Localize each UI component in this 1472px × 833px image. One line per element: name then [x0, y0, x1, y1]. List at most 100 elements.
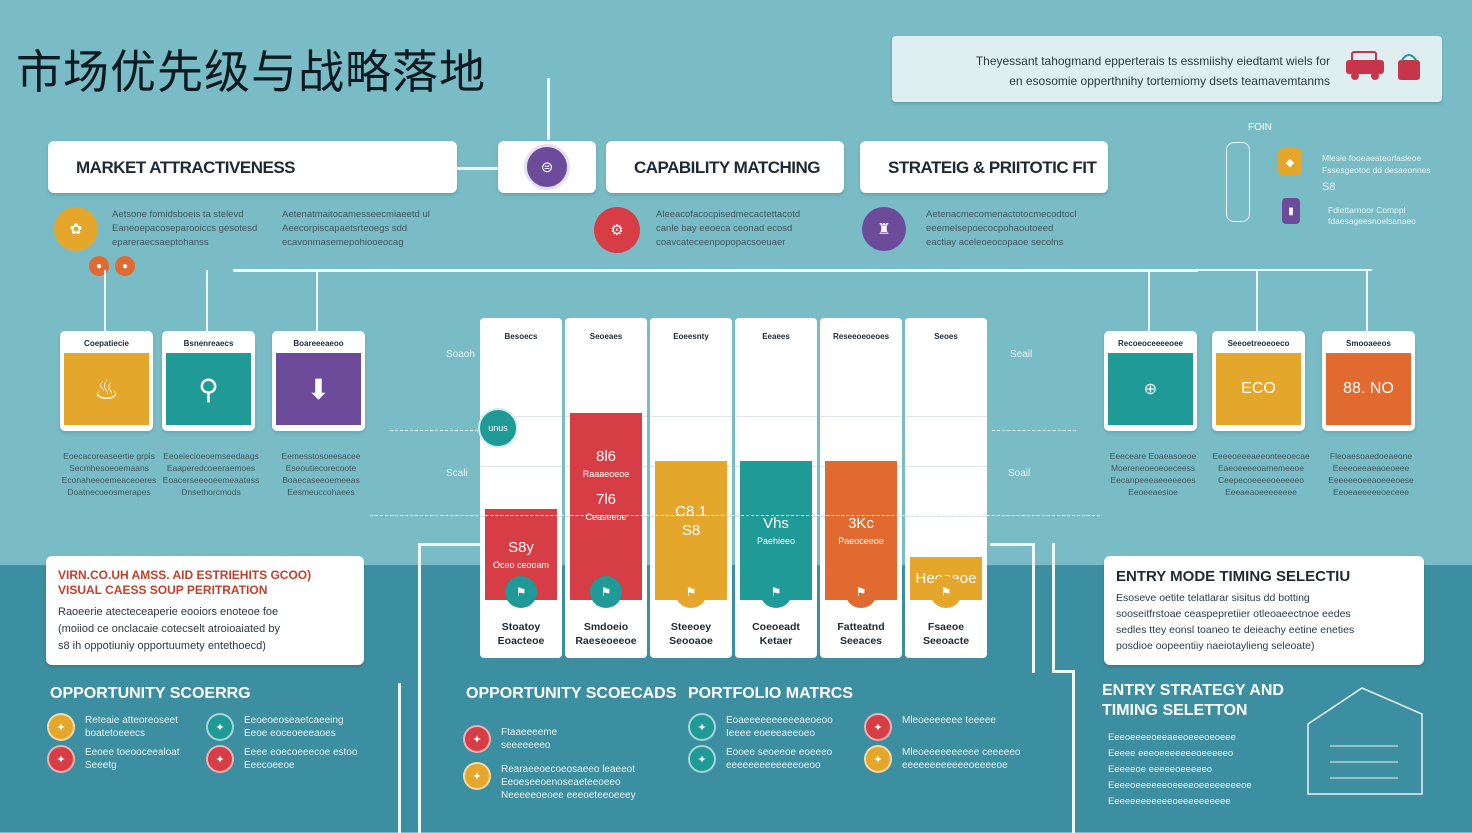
connector — [206, 270, 208, 332]
entry-mode-panel: ENTRY MODE TIMING SELECTIU Esoseve oetit… — [1104, 556, 1424, 665]
car-icon — [1346, 51, 1384, 80]
device-icon — [1226, 142, 1250, 222]
panel-title: VIRN.CO.UH AMSS. AID ESTRIEHITS GCOO) — [58, 568, 312, 582]
header-capability-matching: CAPABILITY MATCHING — [606, 141, 844, 193]
axis-label: Soail — [1008, 468, 1031, 479]
house-outline-icon — [1307, 687, 1423, 795]
summary-note: Theyessant tahogmand epperterais ts essm… — [892, 36, 1442, 102]
bar-label: Oceo ceooam — [492, 560, 550, 570]
coins-icon: ✿ — [54, 207, 98, 251]
frame-line — [990, 543, 1034, 546]
column-label: Eoeesnty — [673, 332, 709, 341]
bar-label: Raaaeoeoe — [582, 468, 630, 479]
note-line-2: en esosomie opperthnihy tortemiomy dsets… — [1009, 74, 1330, 88]
header-strategic-fit: STRATEIG & PRIITOTIC FIT — [860, 141, 1108, 193]
frame-line — [1032, 543, 1035, 673]
grid-line — [820, 416, 902, 417]
side-text: S8 — [1322, 181, 1336, 193]
axis-label: Scali — [446, 468, 468, 479]
section-timing-selection: TIMING SELETTON — [1102, 702, 1248, 719]
value-proposition-panel: VIRN.CO.UH AMSS. AID ESTRIEHITS GCOO) VI… — [46, 556, 364, 665]
column-label: Besoecs — [504, 332, 538, 341]
card-label: Seeoetreoeoeco — [1227, 339, 1290, 348]
column-icon: ⚑ — [845, 576, 877, 608]
connector — [1148, 270, 1150, 332]
card-icon: ⚲ — [166, 353, 251, 425]
grid-line — [480, 416, 562, 417]
region-card: Recoeoceeeeoee⊕ — [1104, 331, 1197, 431]
connector — [1366, 270, 1368, 332]
bar-value: 3Kc — [848, 515, 874, 532]
section-entry-strategy: ENTRY STRATEGY AND — [1102, 682, 1284, 699]
panel-subtitle: VISUAL CAESS SOUP PERITRATION — [58, 583, 268, 597]
legend-text: Mleoeeeeeee teeeee — [902, 715, 996, 726]
bar-value: S8y — [508, 539, 534, 556]
legend-icon: ✦ — [688, 713, 716, 741]
section-portfolio-matrix: PORTFOLIO MATRCS — [688, 685, 854, 702]
card-icon: ⬇ — [276, 353, 361, 425]
bar-value: C8 1 — [675, 502, 707, 520]
grid-line — [905, 416, 987, 417]
bottle-icon: ▮ — [1282, 198, 1300, 224]
legend-icon: ✦ — [864, 713, 892, 741]
legend-icon: ✦ — [463, 725, 491, 753]
section-opportunity-scorecards: OPPORTUNITY SCOECADS — [466, 685, 677, 702]
side-text: Mlesie fooeaeateorlasleoe — [1322, 153, 1422, 163]
card-icon: ⊕ — [1108, 353, 1193, 425]
note-line-1: Theyessant tahogmand epperterais ts essm… — [975, 54, 1330, 68]
side-text: Fdiettarnoor Comppl — [1328, 205, 1406, 215]
card-label: Smooaeeos — [1346, 339, 1391, 348]
side-text: fdaesageesnoelsanaeo — [1328, 216, 1416, 226]
timeline-line — [1150, 269, 1372, 271]
panel-body: Raoeerie atecteceaperie eooiors enoteoe … — [58, 606, 280, 652]
legend-icon: ✦ — [463, 762, 491, 790]
market-card: Bsnenreaecs⚲ — [162, 331, 255, 431]
bar-value: 7l6 — [595, 491, 617, 508]
header-market-attractiveness: MARKET ATTRACTIVENESS — [48, 141, 457, 193]
card-label: Coepatiecie — [84, 339, 129, 348]
connector — [316, 270, 318, 332]
axis-label: Soaoh — [446, 349, 475, 360]
card-icon: ♨ — [64, 353, 149, 425]
frame-line — [418, 543, 421, 833]
connector — [547, 78, 550, 140]
connector — [104, 270, 106, 332]
grid-line — [905, 466, 987, 467]
grid-line — [650, 416, 732, 417]
bar-label: Paehieeo — [756, 536, 796, 546]
connector — [1256, 270, 1258, 332]
timeline-line — [233, 269, 1198, 272]
panel-title: ENTRY MODE TIMING SELECTIU — [1116, 568, 1351, 585]
column-icon: ⚑ — [760, 576, 792, 608]
frame-line — [398, 683, 401, 833]
column-icon: ⚑ — [675, 576, 707, 608]
frame-line — [418, 543, 480, 546]
column-icon: ⚑ — [590, 576, 622, 608]
side-text: Fssesgeotoc dd desaeonnes — [1322, 165, 1431, 175]
shield-icon: ◆ — [1278, 148, 1302, 176]
